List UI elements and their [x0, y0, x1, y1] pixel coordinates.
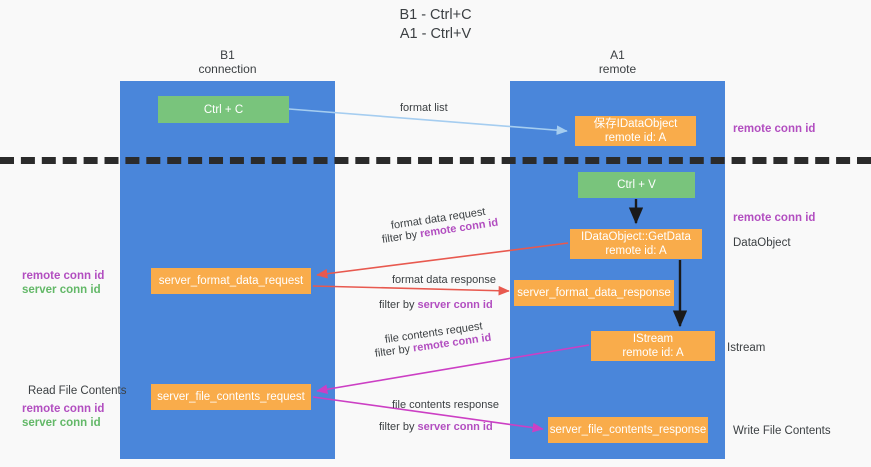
annotation-remote-conn-id-mid: remote conn id [733, 212, 816, 224]
edge-label-format-data-response-filter: filter by server conn id [379, 298, 493, 312]
page-title: B1 - Ctrl+C A1 - Ctrl+V [0, 6, 871, 44]
annotation-remote-conn-id-top: remote conn id [733, 123, 816, 135]
column-header-b1: B1 connection [120, 48, 335, 76]
node-ctrl-v[interactable]: Ctrl + V [578, 172, 695, 198]
node-ctrl-c[interactable]: Ctrl + C [158, 96, 289, 123]
node-idataobject-getdata[interactable]: IDataObject::GetData remote id: A [570, 229, 702, 259]
column-header-b1-name: B1 [220, 48, 235, 62]
column-header-a1-name: A1 [610, 48, 625, 62]
node-server-format-data-request-label: server_format_data_request [158, 275, 304, 287]
node-ctrl-c-label: Ctrl + C [203, 103, 244, 116]
node-server-file-contents-response-label: server_file_contents_response [549, 424, 707, 436]
edge-label-format-list: format list [400, 102, 448, 114]
node-store-idataobject[interactable]: 保存IDataObject remote id: A [575, 116, 696, 146]
filter-prefix: filter by [374, 342, 414, 360]
node-store-idataobject-label: 保存IDataObject [593, 118, 678, 130]
annotation-left-server-conn-id-mid: server conn id [22, 284, 101, 296]
edge-label-format-data-response: format data response [392, 274, 496, 286]
edge-label-file-contents-response: file contents response [392, 399, 500, 411]
filter-prefix: filter by [379, 421, 418, 433]
annotation-left-server-conn-id-bottom: server conn id [22, 417, 101, 429]
annotation-left-remote-conn-id-bottom: remote conn id [22, 403, 105, 415]
filter-key-server-conn-id: server conn id [417, 421, 493, 433]
filter-prefix: filter by [379, 299, 418, 311]
node-server-file-contents-response[interactable]: server_file_contents_response [548, 417, 708, 443]
column-header-a1: A1 remote [510, 48, 725, 76]
node-server-file-contents-request-label: server_file_contents_request [157, 391, 305, 403]
node-server-format-data-response-label: server_format_data_response [517, 287, 671, 299]
column-header-b1-role: connection [198, 62, 257, 76]
filter-key-server-conn-id: server conn id [417, 299, 493, 311]
edge-label-file-contents-response-filter: filter by server conn id [379, 420, 493, 434]
phase-divider [0, 157, 871, 164]
node-idataobject-getdata-sub: remote id: A [605, 245, 667, 257]
node-server-format-data-response[interactable]: server_format_data_response [514, 280, 674, 306]
title-line-2: A1 - Ctrl+V [399, 26, 472, 42]
filter-prefix: filter by [381, 228, 422, 246]
node-istream-sub: remote id: A [622, 347, 684, 359]
node-server-file-contents-request[interactable]: server_file_contents_request [151, 384, 311, 410]
node-istream-label: IStream [632, 333, 674, 345]
node-store-idataobject-sub: remote id: A [604, 132, 667, 144]
node-server-format-data-request[interactable]: server_format_data_request [151, 268, 311, 294]
annotation-read-file-contents: Read File Contents [28, 385, 127, 397]
title-line-1: B1 - Ctrl+C [399, 7, 472, 23]
annotation-write-file-contents: Write File Contents [733, 425, 831, 437]
node-idataobject-getdata-label: IDataObject::GetData [581, 231, 691, 243]
node-istream[interactable]: IStream remote id: A [591, 331, 715, 361]
annotation-left-remote-conn-id-mid: remote conn id [22, 270, 105, 282]
annotation-istream: Istream [727, 342, 766, 354]
annotation-left-conn-ids-mid: remote conn id server conn id [22, 269, 104, 297]
annotation-dataobject: DataObject [733, 237, 791, 249]
column-header-a1-role: remote [598, 62, 637, 76]
node-ctrl-v-label: Ctrl + V [617, 179, 656, 191]
annotation-left-conn-ids-bottom: remote conn id server conn id [22, 402, 104, 430]
